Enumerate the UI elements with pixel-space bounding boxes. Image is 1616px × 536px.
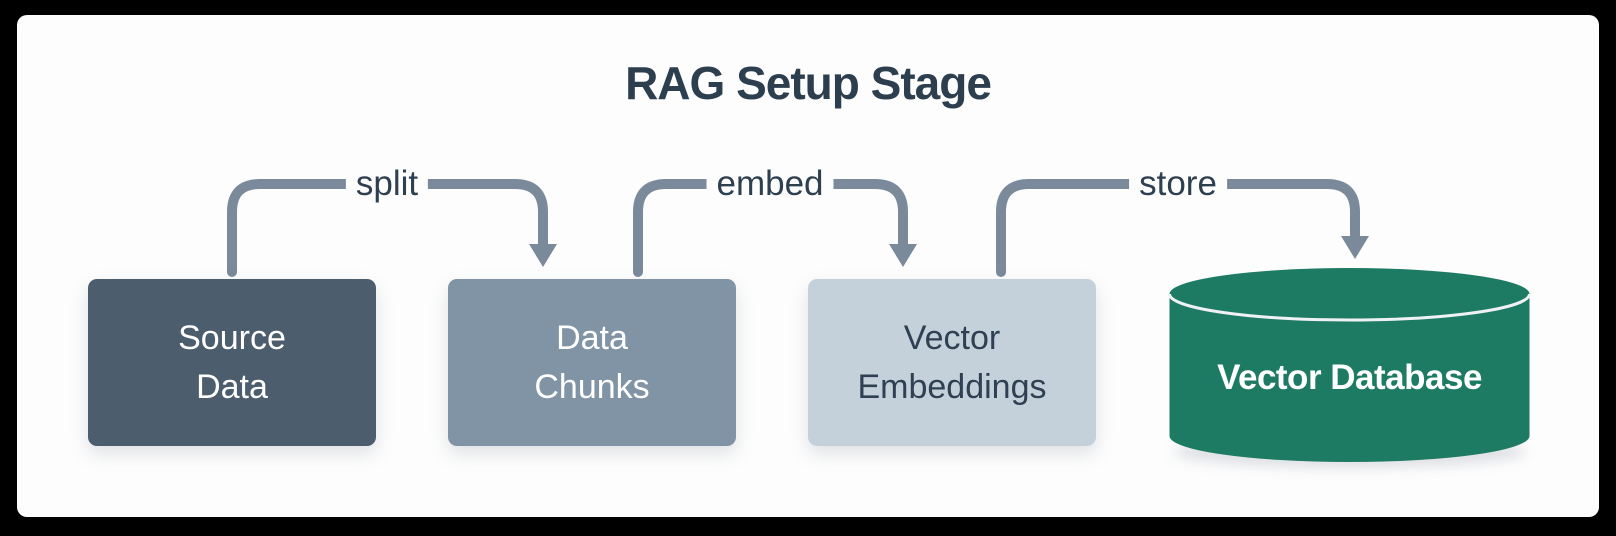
node-vector-embeddings-label-line1: Vector xyxy=(903,318,1001,357)
arrow-embed-head-icon xyxy=(889,244,917,267)
cylinder-body xyxy=(1169,294,1530,463)
edge-label-split: split xyxy=(345,161,429,207)
node-data-chunks-label-line1: Data xyxy=(556,318,628,357)
node-vector-database-label: Vector Database xyxy=(1217,358,1482,397)
node-vector-embeddings: Vector Embeddings xyxy=(808,279,1096,446)
node-source-data-label-line1: Source xyxy=(178,318,286,357)
node-source-data-label-line2: Data xyxy=(196,367,268,406)
cylinder-rim xyxy=(1168,293,1531,322)
node-vector-embeddings-label-line2: Embeddings xyxy=(857,367,1047,406)
arrow-split-head-icon xyxy=(529,244,557,267)
edge-label-store: store xyxy=(1129,161,1227,207)
arrow-store-head-icon xyxy=(1341,236,1369,259)
edge-label-embed: embed xyxy=(706,161,834,207)
cylinder-top xyxy=(1169,268,1530,320)
node-data-chunks: Data Chunks xyxy=(448,279,736,446)
diagram-title: RAG Setup Stage xyxy=(625,57,992,109)
node-vector-database xyxy=(1168,268,1531,468)
node-source-data: Source Data xyxy=(88,279,376,446)
node-data-chunks-label-line2: Chunks xyxy=(534,367,650,406)
